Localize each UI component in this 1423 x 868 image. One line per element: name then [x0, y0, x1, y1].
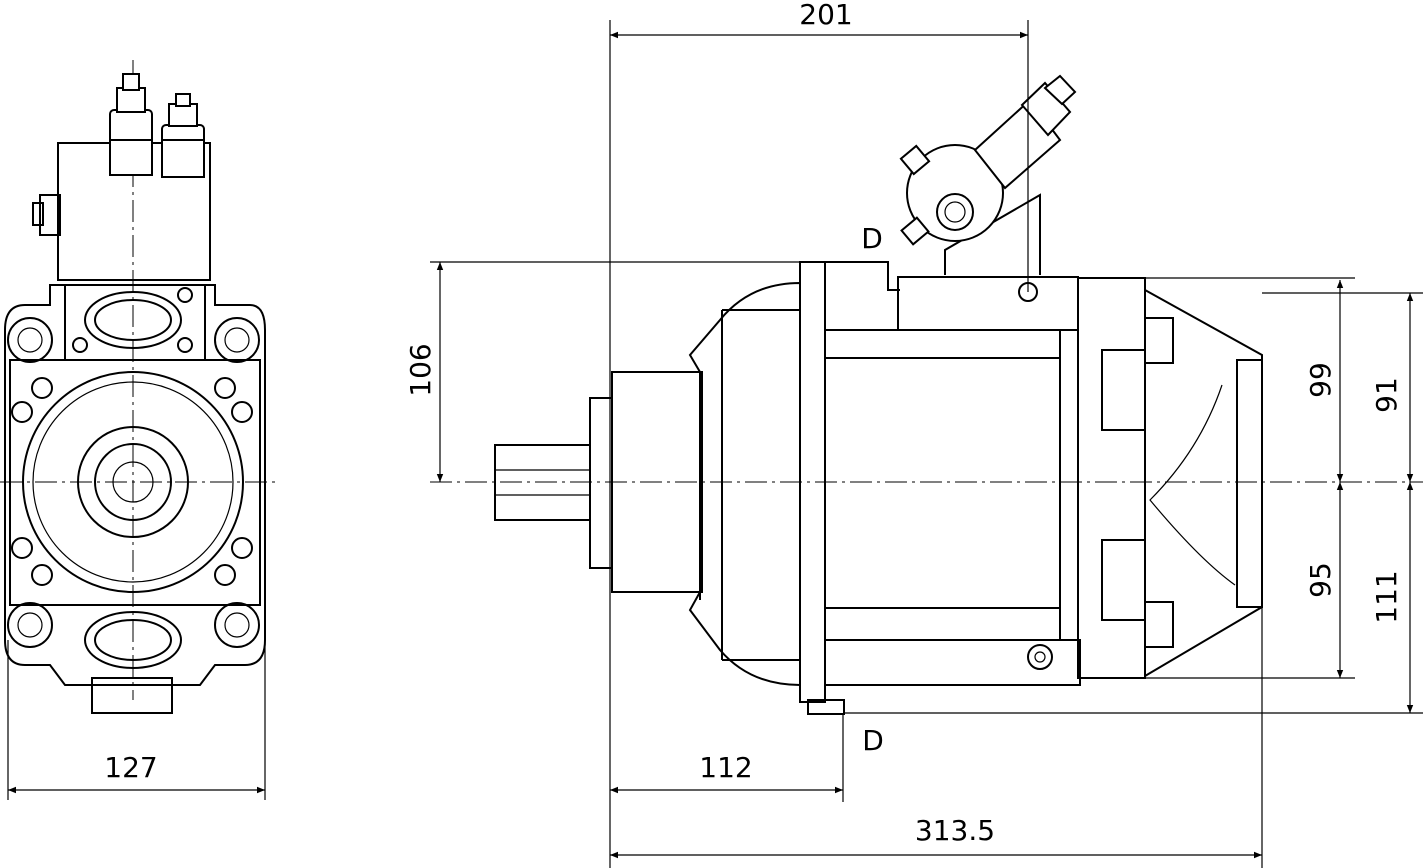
dim-106: 106: [404, 343, 437, 396]
dim-112: 112: [699, 751, 752, 784]
dim-95: 95: [1304, 562, 1337, 598]
dim-127: 127: [104, 751, 157, 784]
dim-91: 91: [1370, 377, 1403, 413]
dim-313-5: 313.5: [915, 814, 995, 847]
dim-111: 111: [1370, 570, 1403, 623]
side-view: 201 106 99 91 95 111 112 313.5 D D: [404, 0, 1423, 868]
dim-201: 201: [799, 0, 852, 31]
dim-99: 99: [1304, 362, 1337, 398]
bolt-icons: [7, 287, 260, 648]
front-view: 127: [0, 60, 275, 800]
pressure-valve: [899, 74, 1077, 275]
port-label-top: D: [861, 222, 883, 255]
port-label-bottom: D: [862, 724, 884, 757]
